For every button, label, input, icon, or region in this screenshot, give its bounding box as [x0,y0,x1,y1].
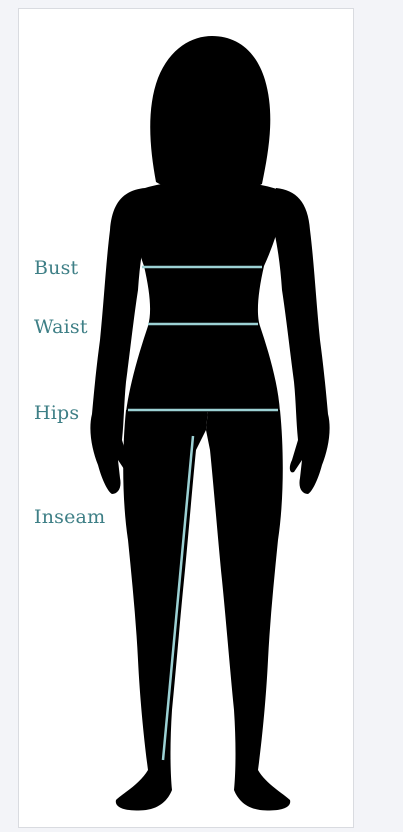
right-leg [206,410,290,811]
waist-label: Waist [34,316,88,338]
left-leg [116,410,208,811]
bust-label: Bust [34,257,78,279]
hips-label: Hips [34,402,79,424]
inseam-label: Inseam [34,506,105,528]
